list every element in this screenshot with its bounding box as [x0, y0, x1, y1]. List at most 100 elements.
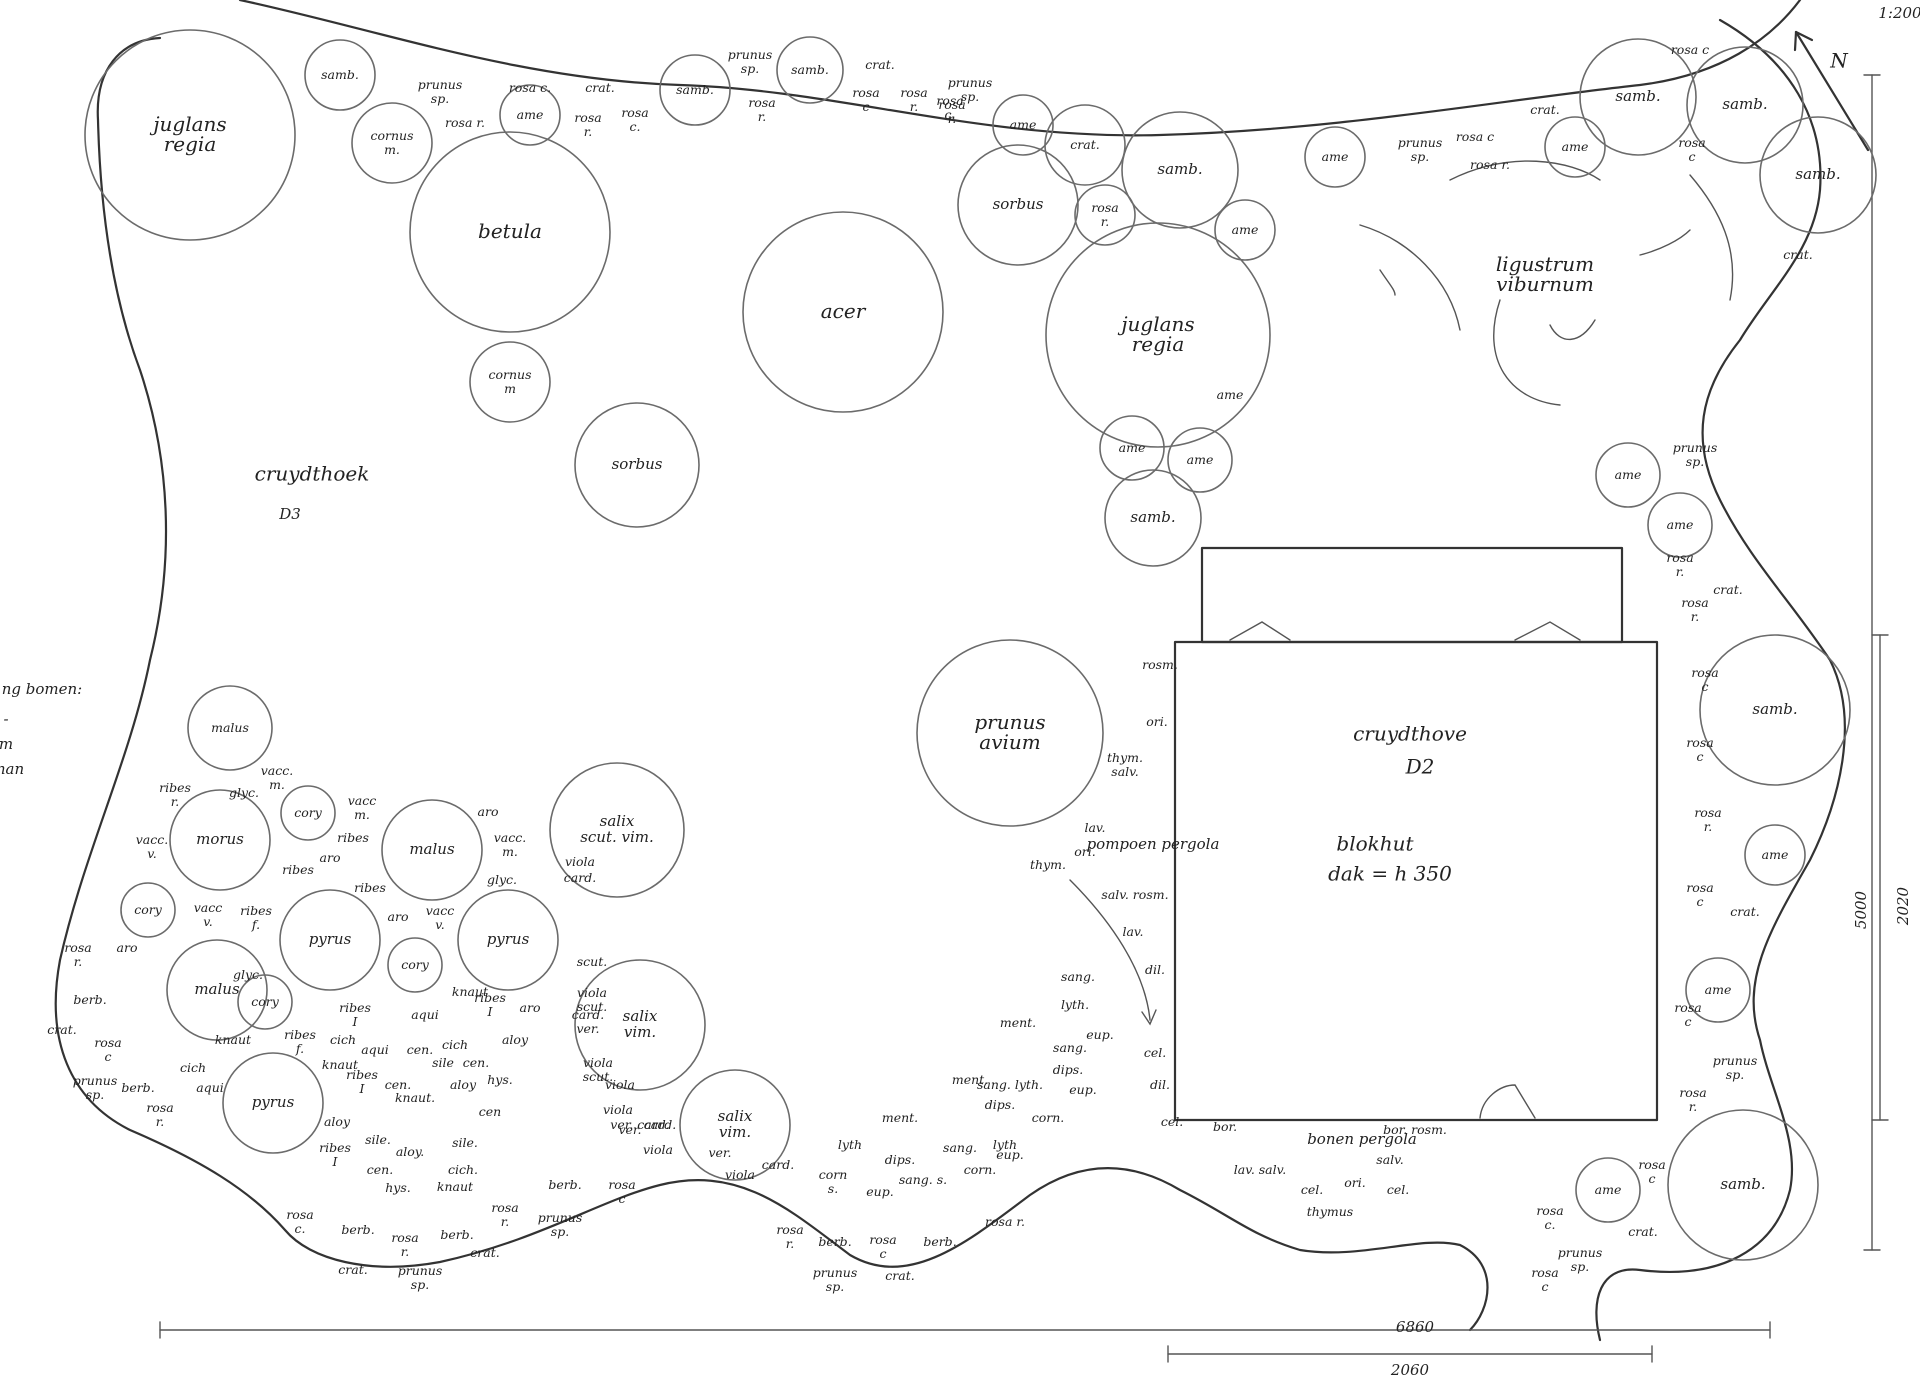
tree-label: ame [517, 107, 544, 122]
house-note-line1: blokhut [1336, 832, 1414, 856]
plant-label: ver. [618, 1122, 641, 1137]
house-name: cruydthove [1353, 722, 1467, 746]
east-boundary-line [1595, 18, 1846, 1342]
tree-canopy-circle [1699, 634, 1851, 786]
plant-label: aloy. [396, 1144, 424, 1159]
tree-samb-6: samb. [1579, 38, 1697, 156]
north-boundary-line [238, 0, 1802, 137]
side-note-line2: - [3, 710, 8, 728]
tree-label: cory [251, 994, 280, 1009]
plant-label: bor. [1213, 1119, 1237, 1134]
tree-sorbus-1: sorbus [957, 144, 1079, 266]
plant-label: viola [605, 1077, 635, 1092]
tree-canopy-circle [1544, 116, 1606, 178]
tree-label: ame [1615, 467, 1642, 482]
plant-label: crat. [47, 1022, 76, 1037]
tree-canopy-circle [457, 889, 559, 991]
dimension-height-house [1871, 634, 1889, 1121]
house-code: D2 [1405, 755, 1435, 779]
plant-label: lav. [1084, 820, 1105, 835]
plant-label: cen. [407, 1042, 433, 1057]
plant-label: viola [565, 854, 595, 869]
plant-label: cel. [1387, 1182, 1409, 1197]
tree-canopy-circle [776, 36, 844, 104]
tree-ame-7: ame [1544, 116, 1606, 178]
plant-label: cen [479, 1104, 501, 1119]
plant-label: lyth [993, 1137, 1017, 1152]
garden-name: cruydthoek [255, 462, 370, 486]
plant-label: berb. [818, 1234, 851, 1249]
plant-label: aqui [196, 1080, 224, 1095]
plant-label: aro [388, 909, 409, 924]
plant-label: knaut [322, 1057, 359, 1072]
plant-label: dil. [1150, 1077, 1170, 1092]
plant-label: sile. [365, 1132, 391, 1147]
garden-code: D3 [278, 505, 301, 523]
plant-label: sang. [1053, 1040, 1087, 1055]
plant-label: aloy [324, 1114, 351, 1129]
tree-label: samb. [1722, 95, 1767, 113]
plant-label: eup. [996, 1147, 1023, 1162]
plant-label: aloy [450, 1077, 477, 1092]
plant-label: berb. [341, 1222, 374, 1237]
tree-label: sorbus [612, 455, 663, 473]
tree-canopy-circle [409, 131, 611, 333]
tree-canopy-circle [469, 341, 551, 423]
plant-label: crat. [1713, 582, 1742, 597]
tree-ame-2: ame [992, 94, 1054, 156]
plant-label: dips. [885, 1152, 915, 1167]
tree-ame-12: ame [1575, 1157, 1641, 1223]
tree-label: samb. [1615, 87, 1660, 105]
plant-label: hys. [487, 1072, 513, 1087]
tree-canopy-circle [1121, 111, 1239, 229]
tree-samb-4: samb. [1121, 111, 1239, 229]
tree-canopy-circle [169, 789, 271, 891]
tree-label: malus [194, 980, 240, 998]
tree-label: betula [478, 219, 542, 243]
plant-label: aro [478, 804, 499, 819]
tree-canopy-circle [992, 94, 1054, 156]
plant-label: ribes [354, 880, 386, 895]
plant-label: card.ver. [572, 1007, 604, 1036]
tree-samb-5: samb. [1104, 469, 1202, 567]
tree-canopy-circle [387, 937, 443, 993]
plant-label: cel. [1161, 1114, 1183, 1129]
tree-samb-7: samb. [1686, 46, 1804, 164]
tree-canopy-circle [120, 882, 176, 938]
tree-malus-2: malus [381, 799, 483, 901]
plant-label: knaut. [395, 1090, 435, 1105]
tree-cory-2: cory [120, 882, 176, 938]
tree-label: ame [1667, 517, 1694, 532]
plant-label: sang. lyth. [977, 1077, 1043, 1092]
tree-canopy-circle [499, 84, 561, 146]
plant-label: crat. [865, 57, 894, 72]
tree-canopy-circle [659, 54, 731, 126]
plant-label: aro [320, 850, 341, 865]
tree-label: samb. [1720, 1175, 1765, 1193]
plant-label: cen. [463, 1055, 489, 1070]
side-note-line3: m [0, 735, 13, 753]
